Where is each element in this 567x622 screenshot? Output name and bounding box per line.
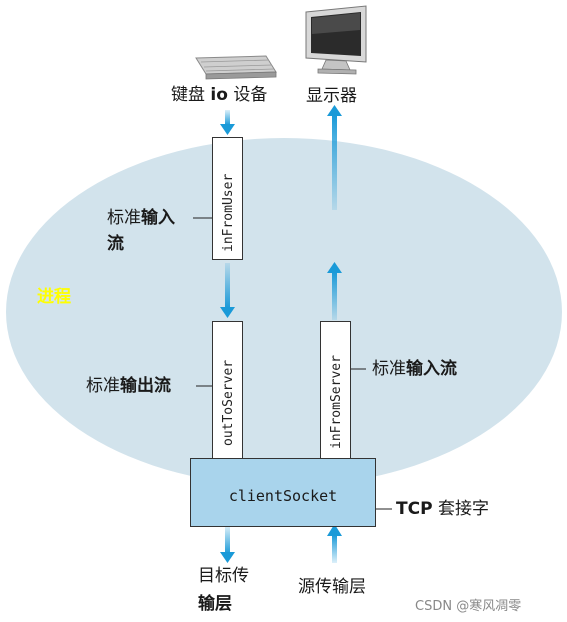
in-from-user-stream: inFromUser bbox=[212, 137, 243, 260]
in-from-user-label-a: 标准 bbox=[107, 208, 141, 228]
process-ellipse bbox=[6, 138, 562, 486]
out-to-server-label: 标准输出流 bbox=[86, 375, 171, 397]
in-from-server-text: inFromServer bbox=[329, 355, 344, 449]
arrow-between-streams bbox=[220, 263, 235, 318]
in-from-user-text: inFromUser bbox=[221, 173, 236, 252]
client-socket-box: clientSocket bbox=[190, 458, 376, 527]
arrow-from-src-transport bbox=[327, 524, 342, 563]
in-from-server-label-b: 输入流 bbox=[406, 359, 457, 379]
arrow-to-display bbox=[327, 105, 342, 210]
arrow-keyboard-to-stream bbox=[220, 110, 235, 135]
out-to-server-label-a: 标准 bbox=[86, 376, 120, 396]
csdn-watermark: CSDN @寒风凋零 bbox=[415, 599, 522, 614]
in-from-server-label: 标准输入流 bbox=[372, 358, 457, 380]
in-from-user-label-b: 输入 bbox=[141, 208, 175, 228]
dest-transport-label-b: 输层 bbox=[198, 594, 232, 614]
keyboard-label-io: io bbox=[210, 85, 228, 105]
arrow-to-dest-transport bbox=[220, 526, 235, 563]
arrow-from-server-stream bbox=[327, 262, 342, 320]
monitor-icon bbox=[305, 5, 367, 75]
out-to-server-label-b: 输出流 bbox=[120, 376, 171, 396]
src-transport-label: 源传输层 bbox=[298, 577, 366, 597]
in-from-server-stream: inFromServer bbox=[320, 321, 351, 459]
out-to-server-text: outToServer bbox=[221, 359, 236, 446]
tcp-socket-label-a: TCP bbox=[396, 499, 433, 519]
keyboard-label: 键盘 io 设备 bbox=[171, 84, 267, 106]
tcp-socket-label-b: 套接字 bbox=[437, 499, 489, 519]
display-label: 显示器 bbox=[306, 86, 357, 106]
tcp-socket-label: TCP 套接字 bbox=[396, 498, 489, 520]
process-label: 进程 bbox=[37, 287, 71, 307]
dest-transport-label-a: 目标传 bbox=[198, 566, 249, 586]
in-from-user-label-c: 流 bbox=[107, 234, 124, 254]
client-socket-label: clientSocket bbox=[228, 487, 338, 505]
keyboard-label-post: 设备 bbox=[233, 85, 268, 105]
in-from-user-label: 标准输入 bbox=[107, 207, 175, 229]
keyboard-label-pre: 键盘 bbox=[171, 85, 205, 105]
out-to-server-stream: outToServer bbox=[212, 321, 243, 459]
keyboard-icon bbox=[195, 55, 277, 80]
in-from-server-label-a: 标准 bbox=[372, 359, 406, 379]
